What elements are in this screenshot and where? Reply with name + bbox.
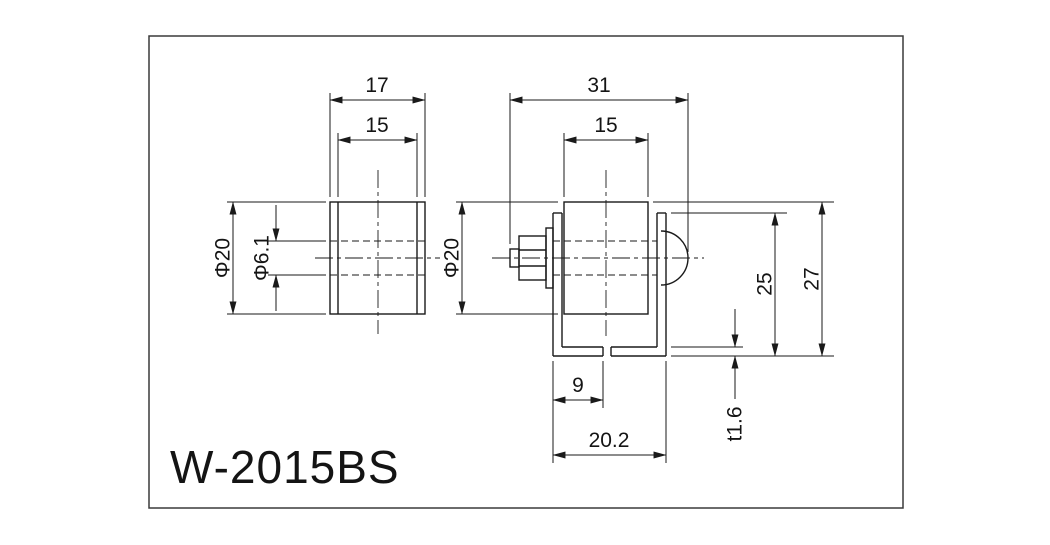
dim-label-20-2: 20.2 [589, 429, 630, 452]
dim-label-17: 17 [365, 74, 388, 97]
right-view: 31 15 Φ20 25 27 9 20.2 t1.6 [441, 74, 834, 463]
dim-label-15: 15 [365, 114, 388, 137]
dim-label-9: 9 [572, 374, 584, 397]
dim-label-15: 15 [594, 114, 617, 137]
dim-label-31: 31 [587, 74, 610, 97]
dim-label-dia20: Φ20 [441, 238, 464, 278]
dim-label-25: 25 [754, 272, 777, 295]
drawing-frame [148, 35, 904, 509]
dim-label-27: 27 [801, 267, 824, 290]
part-number-title: W-2015BS [170, 441, 400, 493]
dim-label-dia20: Φ20 [212, 238, 235, 278]
dim-label-dia6-1: Φ6.1 [251, 235, 274, 281]
left-view: 17 15 Φ20 Φ6.1 [212, 74, 440, 334]
dim-label-t1-6: t1.6 [724, 406, 747, 441]
